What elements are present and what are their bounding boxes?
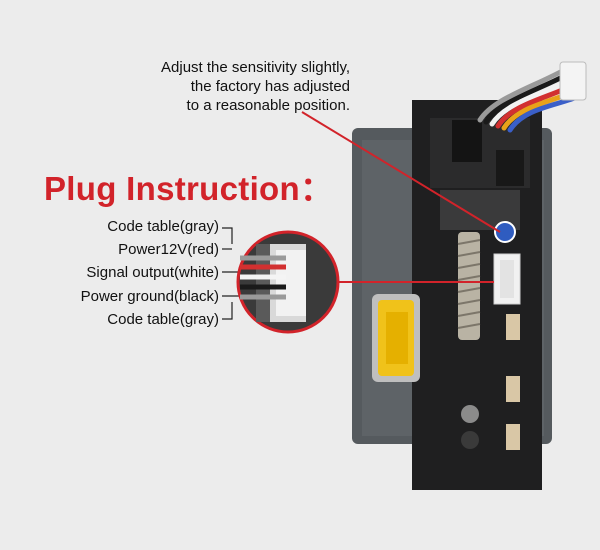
page-title: Plug Instruction： <box>44 170 334 207</box>
pin-label-signal-output: Signal output(white) <box>86 264 219 281</box>
pin-label-power-ground: Power ground(black) <box>80 288 219 305</box>
note-line-1: Adjust the sensitivity slightly, <box>161 59 350 76</box>
top-connector <box>559 61 587 101</box>
note-line-2: the factory has adjusted <box>190 78 350 95</box>
pin-label-code-table-top: Code table(gray) <box>107 218 219 235</box>
pin-label-code-table-bottom: Code table(gray) <box>107 311 219 328</box>
magnifier <box>236 230 340 334</box>
pin-label-power-12v: Power12V(red) <box>118 241 219 258</box>
note-line-3: to a reasonable position. <box>186 97 350 114</box>
sensitivity-note: Adjust the sensitivity slightly, the fac… <box>100 58 350 115</box>
annotation-pointer <box>301 111 501 233</box>
sensitivity-potentiometer <box>494 221 516 243</box>
